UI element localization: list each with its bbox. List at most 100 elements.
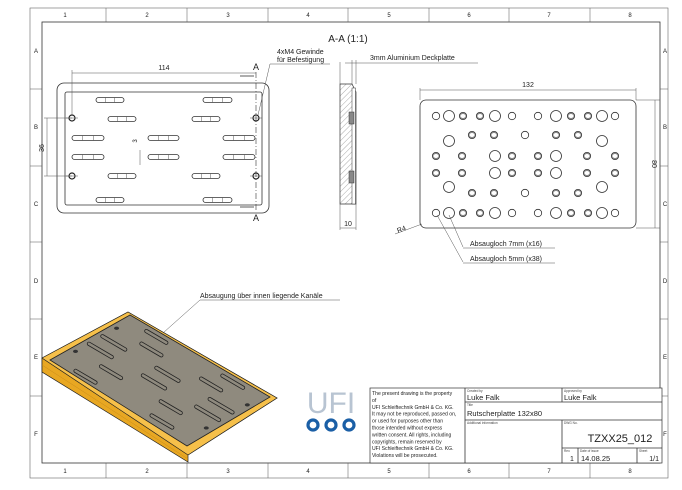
rev-label: Rev. [564,449,570,453]
sheet-label: Sheet [639,449,647,453]
suction-hole-5mm [520,130,530,140]
suction-hole-7mm [443,181,455,193]
zone-column-label: 5 [387,13,391,19]
top-view: 114 36 3 A A 4xM4 Gewinde für Befestigun… [39,49,330,223]
title-block: The present drawing is the propertyofUFI… [369,387,663,464]
suction-hole-7mm [489,150,501,162]
bottom-view: 132 80 R4 Absaugloch 7mm (x16) Absaugloc… [394,82,660,264]
suction-hole-5mm [533,208,543,218]
suction-hole-7mm [489,110,501,122]
disclaimer-line: written consent. All rights, including [372,432,451,438]
section-marker-bottom: A [253,213,259,223]
dim-length-132: 132 [522,82,534,89]
dwg-no: TZXX25_012 [588,433,653,445]
dim-radius: R4 [396,225,407,235]
suction-hole-7mm [550,110,562,122]
slot [147,154,180,160]
suction-hole-7mm [596,110,608,122]
iso-thread-hole [73,349,79,353]
slot [202,97,233,103]
slot [147,135,180,141]
disclaimer-line: Violations will be prosecuted. [372,453,438,459]
zone-row-label: F [34,432,38,438]
rev: 1 [570,456,574,463]
zone-column-label: 1 [63,469,67,475]
approved-by: Luke Falk [564,393,597,402]
hole-note-7mm: Absaugloch 7mm (x16) [470,241,542,248]
thread-note-line1: 4xM4 Gewinde [277,49,324,56]
zone-row-label: E [34,355,38,361]
zone-column-label: 7 [547,469,551,475]
slot [95,97,125,103]
suction-hole-7mm [443,110,455,122]
isometric-view: Absaugung über innen liegende Kanäle [41,293,340,463]
zone-row-label: F [663,432,667,438]
zone-row-label: C [663,202,668,208]
slot [191,173,221,179]
disclaimer-line: UFI Schleiftechnik GmbH & Co. KG. [372,446,454,452]
dim-slot-gap: 3 [133,139,139,143]
suction-hole-5mm [431,111,441,121]
suction-hole-7mm [443,135,455,147]
iso-note: Absaugung über innen liegende Kanäle [200,293,323,300]
zone-row-label: A [34,49,38,55]
suction-hole-5mm [610,208,620,218]
disclaimer-line: It may not be reproduced, passed on, [372,412,456,418]
suction-hole-7mm [443,207,455,219]
suction-hole-7mm [596,181,608,193]
disclaimer-line: those intended without express [372,426,443,432]
hole-note-5mm: Absaugloch 5mm (x38) [470,256,542,263]
zone-row-label: D [34,279,39,285]
dim-spacing-36: 36 [39,144,46,152]
suction-hole-7mm [550,150,562,162]
zone-column-label: 6 [467,13,471,19]
suction-hole-5mm [431,208,441,218]
iso-thread-hole [114,326,120,330]
dim-height-80: 80 [650,160,657,168]
disclaimer-line: The present drawing is the property [372,391,453,397]
approved-by-label: Approved by [564,389,582,393]
suction-hole-7mm [489,207,501,219]
cover-plate-note: 3mm Aluminium Deckplatte [370,55,455,62]
disclaimer-line: of [372,398,377,404]
zone-column-label: 7 [547,13,551,19]
dim-thickness-10: 10 [344,221,352,228]
suction-hole-7mm [550,207,562,219]
additional-info-label: Additional information [467,421,498,425]
sheet: 1/1 [649,456,659,463]
ufi-logo: UFI [306,387,356,432]
disclaimer-line: UFI Schleiftechnik GmbH & Co. KG. [372,405,454,411]
zone-column-label: 5 [387,469,391,475]
thread-note-line2: für Befestigung [277,57,324,64]
zone-column-label: 2 [145,469,149,475]
zone-row-label: E [663,355,667,361]
suction-hole-7mm [489,167,501,179]
iso-thread-hole [244,403,250,407]
zone-column-label: 3 [226,13,230,19]
zone-column-label: 1 [63,13,67,19]
dim-length-114: 114 [158,65,169,72]
section-marker-top: A [253,62,259,72]
zone-column-label: 8 [628,469,632,475]
suction-hole-5mm [507,111,517,121]
zone-row-label: B [663,125,667,131]
suction-hole-7mm [596,135,608,147]
disclaimer-line: or used for purposes other than [372,419,443,425]
zone-row-label: D [663,279,668,285]
suction-hole-5mm [533,111,543,121]
slot [222,154,256,160]
zone-column-label: 8 [628,13,632,19]
slot [71,154,105,160]
slot [191,116,221,122]
iso-thread-hole [203,426,209,430]
slot [95,197,125,203]
zone-column-label: 2 [145,13,149,19]
zone-column-label: 3 [226,469,230,475]
section-title: A-A (1:1) [328,34,367,45]
created-by-label: Created by [467,389,483,393]
section-view: A-A (1:1) 3mm Aluminium Deckplatte 10 [328,34,478,230]
issue-date: 14.08.25 [581,454,610,463]
slot [222,135,256,141]
zone-row-label: A [663,49,667,55]
